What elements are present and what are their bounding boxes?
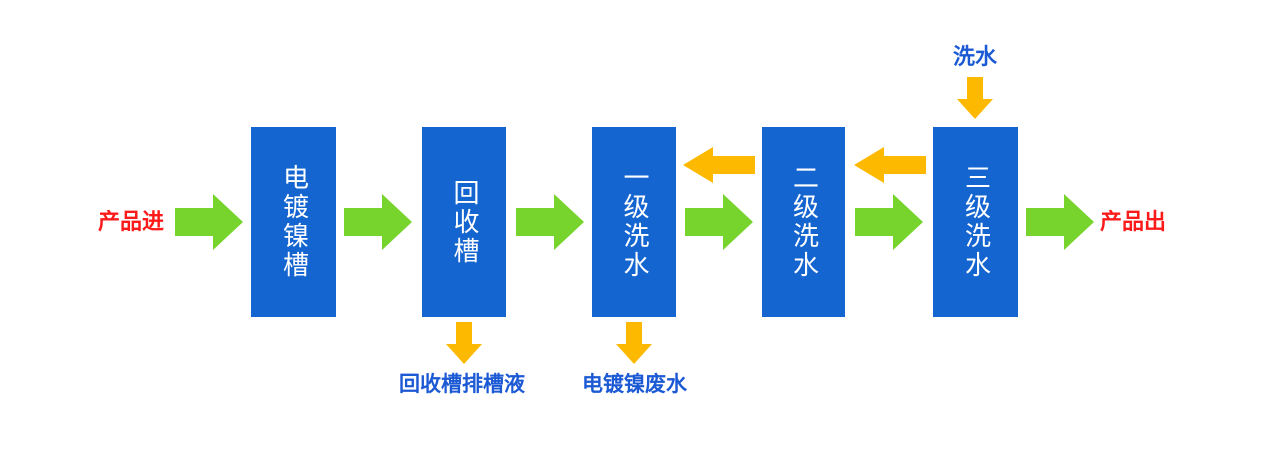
box-recovery-tank: 回收槽 <box>422 127 506 317</box>
product-out-label: 产品出 <box>1100 209 1167 234</box>
drain-arrow-rinse-stage1 <box>616 322 652 364</box>
wash-water-inlet-arrow <box>957 77 993 119</box>
wash-water-inlet-label: 洗水 <box>953 44 998 69</box>
product-in-label: 产品进 <box>98 209 165 234</box>
flow-arrow-product-in <box>175 194 243 250</box>
flow-arrow-rinse1-to-rinse2 <box>685 194 753 250</box>
box-rinse-stage2: 二级洗水 <box>762 127 845 317</box>
recovery-drain-label: 回收槽排槽液 <box>399 373 525 396</box>
flow-arrow-rinse2-to-rinse3 <box>855 194 923 250</box>
flow-arrow-recovery-to-rinse1 <box>516 194 584 250</box>
box-recovery-tank-label: 回收槽 <box>450 178 479 266</box>
wastewater-label: 电镀镍废水 <box>582 373 687 396</box>
counterflow-arrow-rinse3-to-rinse2 <box>854 147 926 183</box>
flow-arrow-product-out <box>1026 194 1094 250</box>
box-plating-tank: 电镀镍槽 <box>251 127 336 317</box>
box-rinse-stage2-label: 二级洗水 <box>789 164 819 280</box>
box-plating-tank-label: 电镀镍槽 <box>279 164 309 280</box>
counterflow-arrow-rinse2-to-rinse1 <box>683 147 755 183</box>
box-rinse-stage3-label: 三级洗水 <box>961 164 991 280</box>
box-rinse-stage3: 三级洗水 <box>933 127 1018 317</box>
drain-arrow-recovery-tank <box>446 322 482 364</box>
flow-arrow-plating-to-recovery <box>344 194 412 250</box>
box-rinse-stage1: 一级洗水 <box>592 127 676 317</box>
box-rinse-stage1-label: 一级洗水 <box>620 164 649 280</box>
